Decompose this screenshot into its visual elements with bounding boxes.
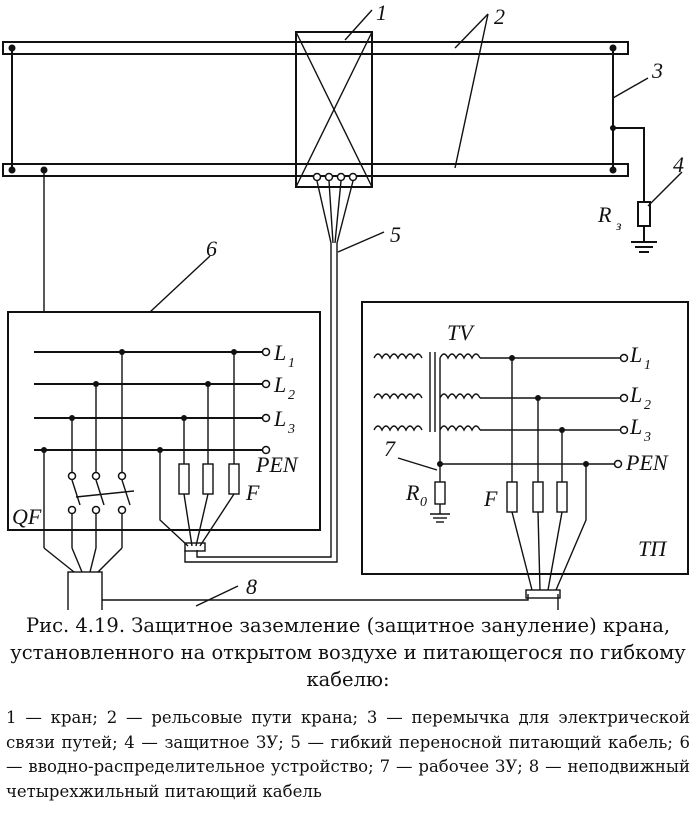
svg-text:1: 1: [288, 356, 295, 371]
flexible-cable-junction: [184, 542, 206, 552]
label-L1-vru: L: [273, 340, 286, 365]
svg-text:2: 2: [288, 388, 295, 403]
crane-body: [295, 31, 373, 188]
working-ground-resistor: [434, 481, 446, 505]
label-L2-vru: L: [273, 372, 286, 397]
label-6: 6: [206, 236, 217, 261]
label-1: 1: [376, 0, 387, 25]
figure-caption: Рис. 4.19. Защитное заземление (защитное…: [10, 614, 686, 691]
label-rz: R: [597, 202, 612, 227]
rail-top: [2, 41, 629, 55]
label-L3-vru: L: [273, 406, 286, 431]
distribution-device-6: [7, 311, 321, 531]
fixed-cable-junction-right: [525, 589, 561, 599]
label-3: 3: [651, 58, 663, 83]
label-pen-tp: PEN: [625, 450, 669, 475]
substation-tp: [361, 301, 689, 575]
svg-text:3: 3: [287, 422, 295, 437]
fuse-L1: [228, 463, 240, 495]
label-tp: ТП: [638, 536, 667, 561]
label-7: 7: [384, 436, 396, 461]
svg-text:3: 3: [643, 430, 651, 445]
svg-text:з: з: [615, 219, 622, 234]
label-qf: QF: [12, 504, 42, 529]
fuse-L2: [202, 463, 214, 495]
svg-text:0: 0: [420, 495, 427, 510]
label-4: 4: [673, 152, 684, 177]
protective-ground-wire: [613, 127, 645, 202]
svg-text:2: 2: [644, 398, 651, 413]
fuse-L3: [178, 463, 190, 495]
label-2: 2: [494, 4, 505, 29]
flexible-cable-5: [196, 243, 332, 558]
label-5: 5: [390, 222, 401, 247]
label-tv: TV: [447, 320, 475, 345]
label-L1-tp: L: [629, 342, 642, 367]
label-pen-vru: PEN: [255, 452, 299, 477]
figure-legend: 1 — кран; 2 — рельсовые пути крана; 3 — …: [6, 708, 690, 801]
label-8: 8: [246, 574, 257, 599]
label-L2-tp: L: [629, 382, 642, 407]
fixed-cable-junction-left: [67, 571, 103, 610]
svg-text:1: 1: [644, 358, 651, 373]
label-f-tp: F: [483, 486, 498, 511]
fixed-cable-8: [102, 594, 529, 601]
crane-grounding-diagram: 1 2 3 4 5 6 7 8 R з L 1 L 2 L 3 PEN F QF…: [2, 0, 689, 610]
label-r0: R: [405, 480, 420, 505]
label-L3-tp: L: [629, 414, 642, 439]
transformer-tv: [439, 353, 481, 360]
label-f-vru: F: [245, 480, 260, 505]
